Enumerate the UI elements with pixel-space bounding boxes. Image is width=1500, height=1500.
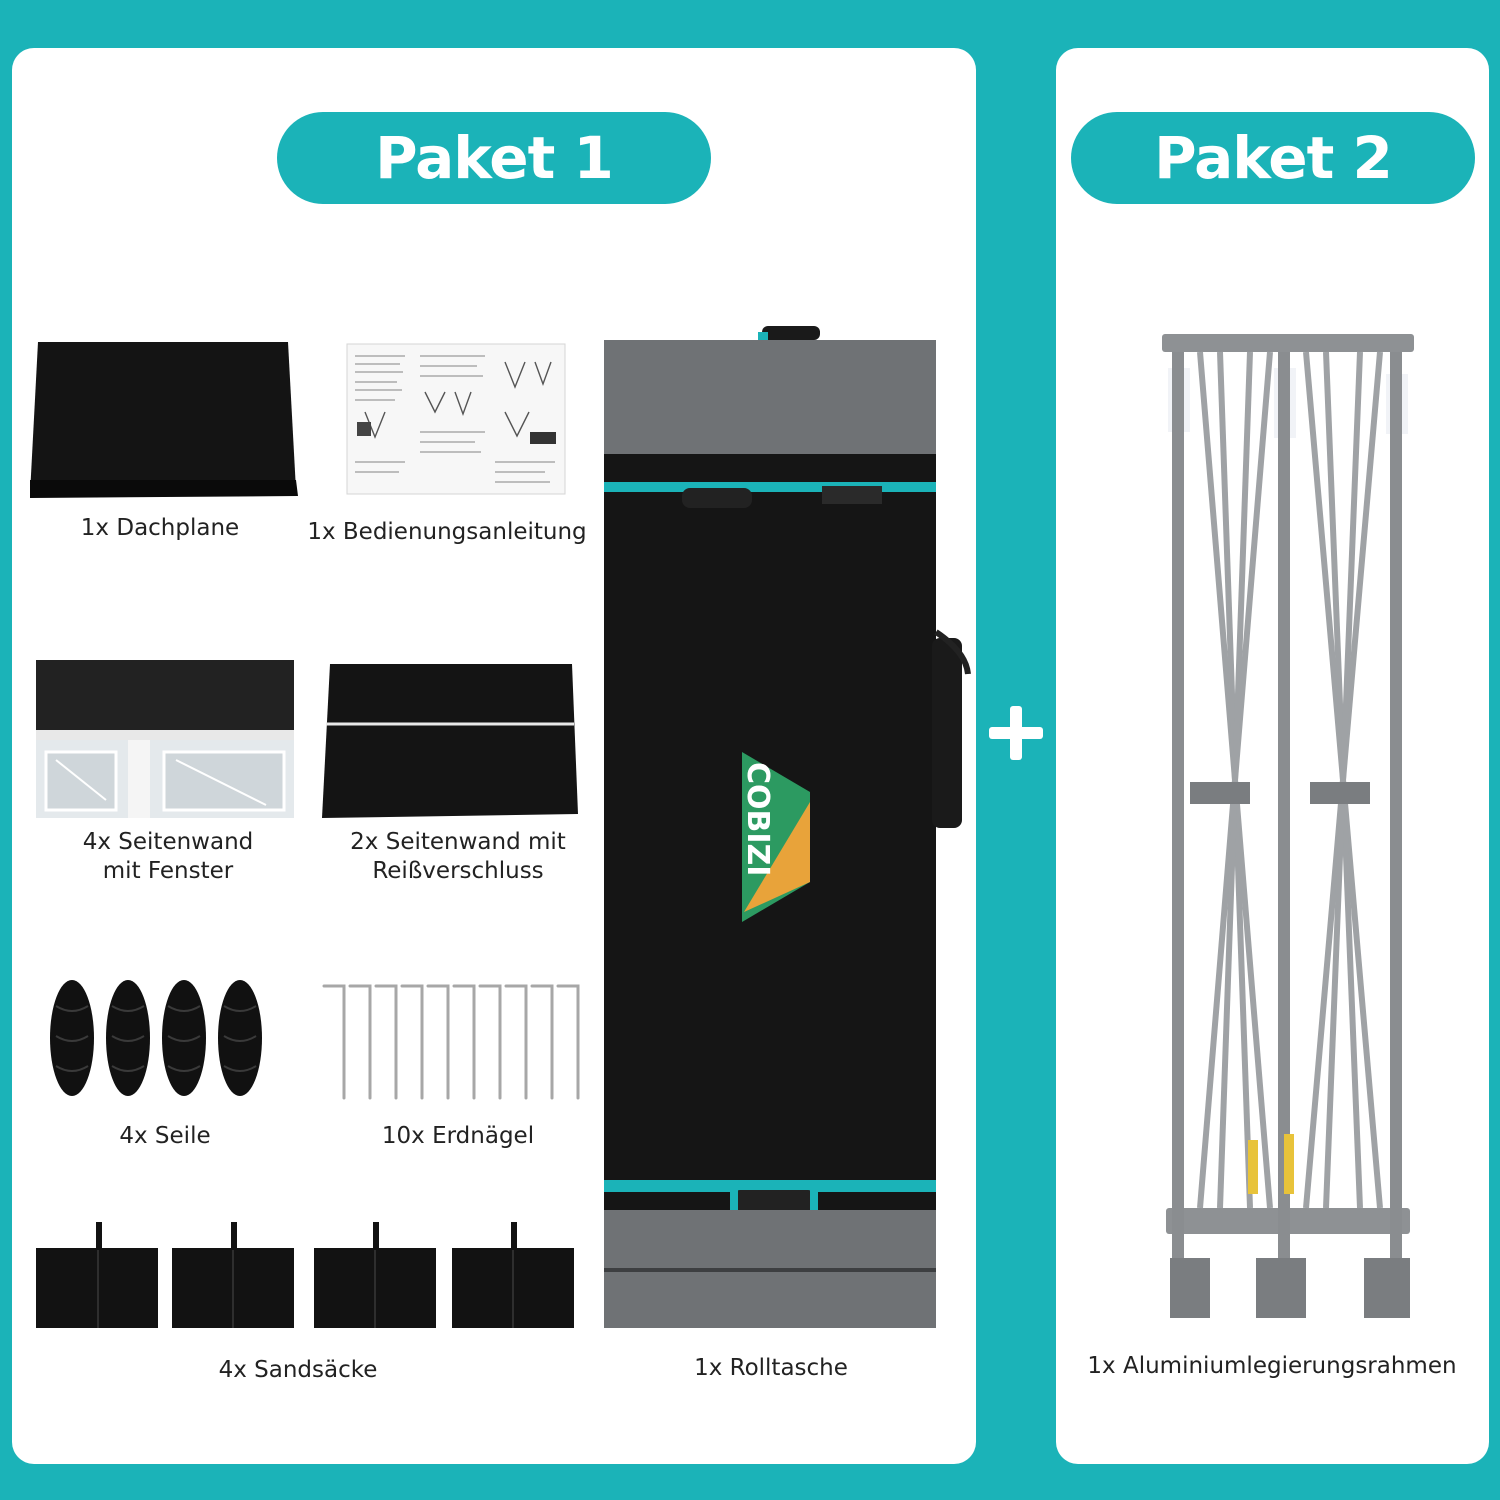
rolling-bag-label: 1x Rolltasche (694, 1355, 848, 1381)
roof-tarp-image (30, 340, 298, 498)
manual-label: 1x Bedienungsanleitung (307, 519, 587, 545)
ropes-label: 4x Seile (119, 1123, 211, 1149)
plus-icon-horizontal (989, 727, 1043, 739)
sidewall-zip-label-line2: Reißverschluss (372, 858, 544, 884)
stakes-image (320, 980, 582, 1104)
sidewall-zip-label: 2x Seitenwand mit Reißverschluss (330, 828, 586, 886)
aluminium-frame-label: 1x Aluminiumlegierungsrahmen (1087, 1353, 1457, 1379)
rolling-bag-image: COBIZI (604, 322, 976, 1334)
sandbags-label: 4x Sandsäcke (218, 1357, 378, 1383)
sidewall-zip-label-line1: 2x Seitenwand mit (350, 829, 566, 855)
brand-logo-text: COBIZI (740, 762, 775, 876)
sidewall-window-image (36, 660, 294, 818)
ropes-image (46, 976, 272, 1100)
roof-tarp-label: 1x Dachplane (80, 515, 240, 541)
plus-icon (985, 702, 1045, 762)
sidewall-zip-image (322, 662, 578, 818)
aluminium-frame-image (1160, 328, 1416, 1328)
manual-image (345, 342, 567, 498)
sandbags-image (34, 1220, 576, 1332)
package-1-title: Paket 1 (277, 112, 711, 204)
sidewall-window-label-line2: mit Fenster (102, 858, 234, 884)
sidewall-window-label: 4x Seitenwand mit Fenster (56, 828, 280, 886)
stakes-label: 10x Erdnägel (381, 1123, 535, 1149)
package-2-title: Paket 2 (1071, 112, 1475, 204)
sidewall-window-label-line1: 4x Seitenwand (82, 829, 254, 855)
